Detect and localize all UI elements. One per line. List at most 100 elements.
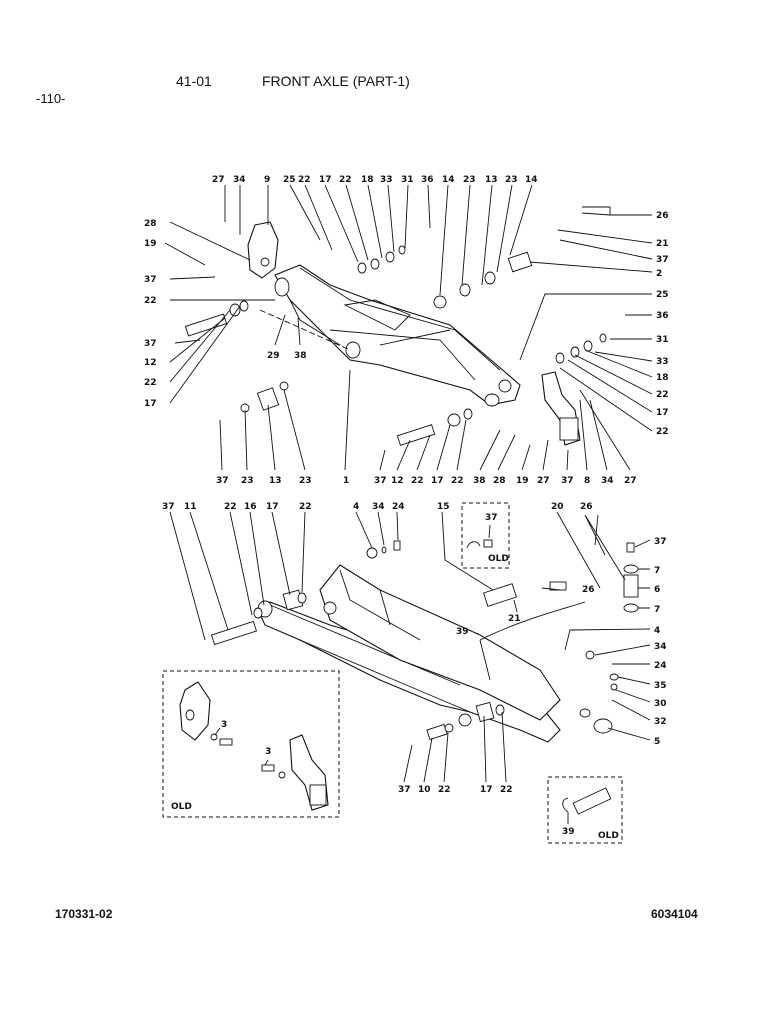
callout-label: 38 (294, 351, 307, 361)
inset-old-39 (547, 776, 623, 844)
page-number: -110- (36, 91, 66, 106)
callout-label: 4 (654, 626, 660, 636)
callout-label: 19 (516, 476, 529, 486)
callout-label: 22 (656, 427, 669, 437)
lower-axle-assembly (169, 511, 651, 783)
callout-label: 10 (418, 785, 431, 795)
callout-label: 6 (654, 585, 660, 595)
callout-label: 27 (212, 175, 225, 185)
callout-label: 16 (244, 502, 257, 512)
callout-label: 34 (601, 476, 614, 486)
callout-label: 39 (456, 627, 469, 637)
callout-label: 34 (233, 175, 246, 185)
callout-label: 17 (319, 175, 332, 185)
callout-label: 24 (654, 661, 667, 671)
callout-label: 22 (656, 390, 669, 400)
callout-label: 15 (437, 502, 450, 512)
callout-label: 28 (144, 219, 157, 229)
callout-label: 25 (283, 175, 296, 185)
callout-label: 33 (656, 357, 669, 367)
callout-label: 22 (339, 175, 352, 185)
callout-label: 3 (221, 720, 227, 730)
footer-left-code: 170331-02 (55, 907, 113, 921)
callout-label: 38 (473, 476, 486, 486)
callout-label: 37 (561, 476, 574, 486)
callout-label: 36 (656, 311, 669, 321)
callout-label: 37 (144, 339, 157, 349)
callout-label: 36 (421, 175, 434, 185)
callout-label: 8 (584, 476, 590, 486)
inset-old-bracket (162, 670, 340, 818)
callout-label: 22 (299, 502, 312, 512)
footer-right-code: 6034104 (651, 907, 698, 921)
callout-label: 26 (582, 585, 595, 595)
callout-label: 17 (266, 502, 279, 512)
callout-label: 37 (398, 785, 411, 795)
callout-labels: 27 34 9 25 22 17 22 18 33 31 36 14 23 13… (144, 175, 669, 841)
callout-label: 22 (224, 502, 237, 512)
callout-label: 2 (656, 269, 662, 279)
callout-label: 13 (269, 476, 282, 486)
callout-label: 23 (241, 476, 254, 486)
section-code: 41-01 (176, 73, 212, 89)
callout-label: 34 (372, 502, 385, 512)
callout-label: 22 (411, 476, 424, 486)
callout-label: 22 (438, 785, 451, 795)
callout-label: 37 (656, 255, 669, 265)
old-label: OLD (171, 802, 192, 812)
callout-label: 28 (493, 476, 506, 486)
inset-old-37 (461, 502, 510, 569)
callout-label: 14 (525, 175, 538, 185)
callout-label: 33 (380, 175, 393, 185)
callout-label: 22 (500, 785, 513, 795)
callout-label: 1 (343, 476, 349, 486)
callout-label: 37 (374, 476, 387, 486)
callout-label: 29 (267, 351, 280, 361)
callout-label: 21 (508, 614, 521, 624)
callout-label: 27 (624, 476, 637, 486)
callout-label: 22 (144, 296, 157, 306)
callout-label: 25 (656, 290, 669, 300)
bracket-part-9 (247, 221, 279, 279)
callout-label: 22 (451, 476, 464, 486)
old-label: OLD (598, 831, 619, 841)
callout-label: 27 (537, 476, 550, 486)
callout-label: 9 (264, 175, 270, 185)
callout-label: 7 (654, 605, 660, 615)
callout-label: 22 (144, 378, 157, 388)
callout-label: 17 (431, 476, 444, 486)
callout-label: 11 (184, 502, 197, 512)
callout-label: 20 (551, 502, 564, 512)
callout-label: 37 (485, 513, 498, 523)
callout-label: 5 (654, 737, 660, 747)
callout-label: 21 (656, 239, 669, 249)
callout-label: 4 (353, 502, 359, 512)
callout-label: 23 (299, 476, 312, 486)
old-label: OLD (488, 554, 509, 564)
callout-label: 19 (144, 239, 157, 249)
callout-label: 18 (361, 175, 374, 185)
callout-label: 12 (144, 358, 157, 368)
upper-axle-assembly (164, 184, 653, 471)
axle-housing-upper (274, 264, 521, 406)
callout-label: 26 (580, 502, 593, 512)
callout-label: 37 (144, 275, 157, 285)
callout-label: 17 (480, 785, 493, 795)
callout-label: 37 (654, 537, 667, 547)
callout-label: 14 (442, 175, 455, 185)
callout-label: 34 (654, 642, 667, 652)
callout-label: 22 (298, 175, 311, 185)
callout-label: 18 (656, 373, 669, 383)
callout-label: 26 (656, 211, 669, 221)
callout-label: 7 (654, 566, 660, 576)
callout-label: 23 (463, 175, 476, 185)
callout-label: 39 (562, 827, 575, 837)
callout-label: 24 (392, 502, 405, 512)
callout-label: 37 (162, 502, 175, 512)
callout-label: 31 (656, 335, 669, 345)
callout-label: 31 (401, 175, 414, 185)
section-title: FRONT AXLE (PART-1) (262, 73, 410, 89)
lower-center-frame (319, 564, 561, 721)
callout-label: 37 (216, 476, 229, 486)
